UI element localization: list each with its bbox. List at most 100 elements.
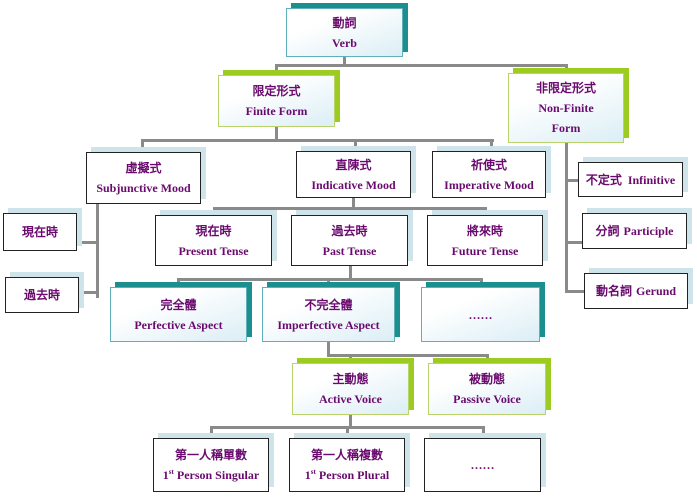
node-zh: 過去時 xyxy=(331,223,368,238)
connector xyxy=(77,241,99,244)
node-participle: 分詞 Participle xyxy=(582,213,687,249)
connector xyxy=(275,64,568,67)
node-en: Participle xyxy=(623,224,674,238)
node-zh: 虛擬式 xyxy=(125,161,162,175)
connector xyxy=(327,354,489,357)
node-en: Non-Finite Form xyxy=(538,101,594,135)
node-infinitive: 不定式 Infinitive xyxy=(578,162,683,197)
node-zh: 被動態 xyxy=(468,372,505,386)
node-zh: 直陳式 xyxy=(335,157,372,172)
ordinal-suffix: st xyxy=(310,468,316,476)
connector xyxy=(177,278,180,287)
connector xyxy=(352,198,355,209)
node-past-tense: 過去時 Past Tense xyxy=(291,215,408,266)
person-label: Person Singular xyxy=(176,468,260,482)
node-zh: 不定式 xyxy=(585,172,622,187)
node-first-person-plural: 第一人稱複數 1st Person Plural xyxy=(289,438,405,492)
node-zh: 將來時 xyxy=(466,223,503,238)
node-en: Passive Voice xyxy=(453,392,521,406)
node-en: Indicative Mood xyxy=(311,177,396,192)
node-zh: 分詞 xyxy=(595,224,620,238)
node-perfective-aspect: 完全體 Perfective Aspect xyxy=(110,287,247,342)
node-indicative-mood: 直陳式 Indicative Mood xyxy=(296,151,411,198)
node-zh: 現在時 xyxy=(195,223,232,238)
node-gerund: 動名詞 Gerund xyxy=(584,273,688,309)
node-en: Present Tense xyxy=(178,243,249,258)
node-first-person-singular: 第一人稱單數 1st Person Singular xyxy=(153,438,269,492)
connector xyxy=(482,426,485,438)
connector xyxy=(177,278,483,281)
node-subjunctive-past: 過去時 xyxy=(5,277,79,313)
node-subjunctive-mood: 虛擬式 Subjunctive Mood xyxy=(86,152,201,204)
node-zh: 限定形式 xyxy=(252,84,301,98)
node-en: Subjunctive Mood xyxy=(96,181,191,195)
node-more-persons: …… xyxy=(424,438,541,492)
node-future-tense: 將來時 Future Tense xyxy=(427,215,543,266)
connector xyxy=(275,64,278,75)
connector xyxy=(141,139,494,142)
node-zh: …… xyxy=(470,458,495,472)
node-imperfective-aspect: 不完全體 Imperfective Aspect xyxy=(262,287,395,342)
connector xyxy=(349,415,352,428)
node-zh: 第一人稱單數 xyxy=(174,448,247,462)
node-zh: 不完全體 xyxy=(304,297,353,312)
node-en: Active Voice xyxy=(319,392,382,406)
connector xyxy=(79,291,99,294)
connector xyxy=(275,127,278,141)
connector xyxy=(343,57,346,66)
node-zh: 過去時 xyxy=(23,288,60,302)
node-en: Verb xyxy=(332,35,357,50)
node-en: Perfective Aspect xyxy=(134,317,223,332)
connector xyxy=(565,241,582,244)
connector xyxy=(565,143,568,293)
connector xyxy=(354,139,357,151)
connector xyxy=(96,204,99,298)
connector xyxy=(213,207,216,215)
node-zh: 現在時 xyxy=(21,225,58,239)
connector xyxy=(349,207,352,215)
node-en: 1st Person Singular xyxy=(163,465,259,485)
node-zh: 主動態 xyxy=(332,372,369,386)
ordinal-suffix: st xyxy=(168,468,174,476)
connector xyxy=(141,139,144,152)
node-en: Infinitive xyxy=(627,172,676,187)
node-en: Imperative Mood xyxy=(444,177,534,192)
node-en: Past Tense xyxy=(322,243,377,258)
connector xyxy=(349,354,352,363)
connector xyxy=(486,354,489,363)
node-zh: 非限定形式 xyxy=(535,81,596,95)
node-en: Future Tense xyxy=(451,243,519,258)
node-passive-voice: 被動態 Passive Voice xyxy=(428,363,546,415)
node-present-tense: 現在時 Present Tense xyxy=(155,215,272,266)
connector xyxy=(565,290,584,293)
node-more-aspects: …… xyxy=(421,287,540,342)
node-active-voice: 主動態 Active Voice xyxy=(292,363,409,415)
person-label: Person Plural xyxy=(318,468,390,482)
node-zh: 動名詞 xyxy=(595,284,632,298)
node-non-finite-form: 非限定形式 Non-Finite Form xyxy=(508,73,624,143)
node-imperative-mood: 祈使式 Imperative Mood xyxy=(432,151,546,198)
connector xyxy=(327,278,330,287)
node-zh: 祈使式 xyxy=(470,157,507,172)
person-number: 1 xyxy=(304,468,311,482)
connector xyxy=(327,342,330,357)
node-finite-form: 限定形式 Finite Form xyxy=(218,75,335,127)
node-zh: …… xyxy=(468,307,493,322)
connector xyxy=(346,426,349,438)
node-en: Imperfective Aspect xyxy=(277,317,380,332)
node-zh: 第一人稱複數 xyxy=(310,448,383,462)
node-zh: 完全體 xyxy=(160,297,197,312)
node-zh: 動詞 xyxy=(332,15,357,30)
node-en: 1st Person Plural xyxy=(305,465,389,485)
connector xyxy=(565,64,568,73)
node-verb: 動詞 Verb xyxy=(286,8,403,57)
connector xyxy=(480,278,483,287)
connector xyxy=(490,139,493,151)
connector xyxy=(349,266,352,280)
connector xyxy=(484,207,487,215)
node-en: Gerund xyxy=(636,284,677,298)
node-subjunctive-present: 現在時 xyxy=(3,213,77,251)
connector xyxy=(210,426,213,438)
connector xyxy=(565,179,578,182)
